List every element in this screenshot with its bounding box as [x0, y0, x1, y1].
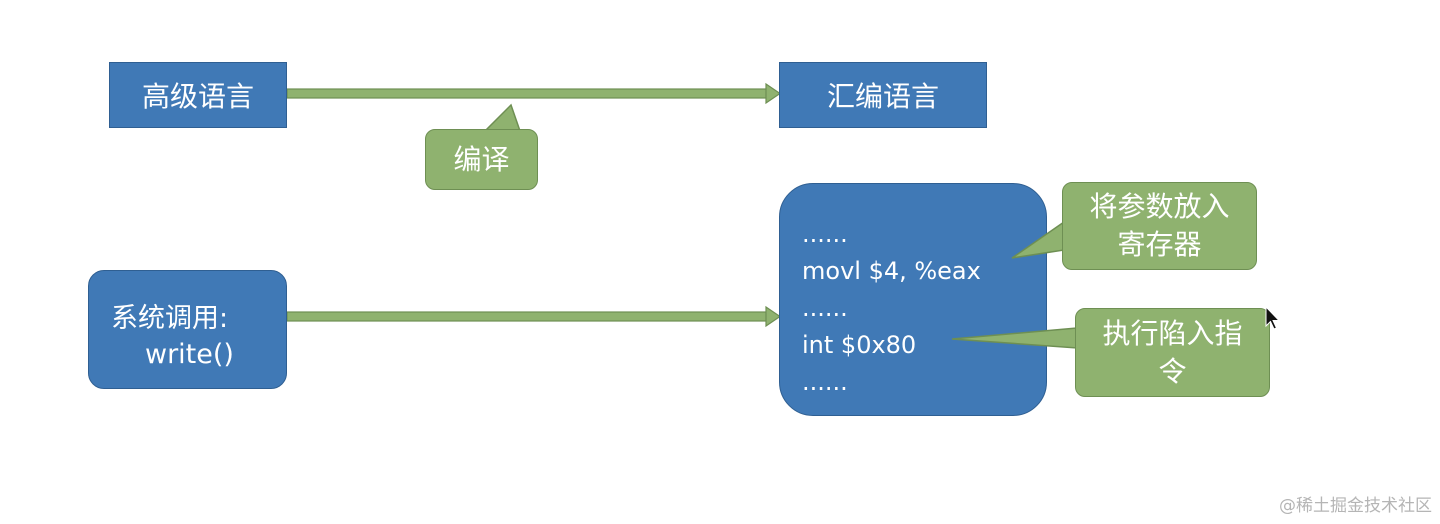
- syscall-arrow: [286, 305, 782, 328]
- trap-instruction-callout: 执行陷入指 令: [1075, 308, 1270, 397]
- system-call-label: 系统调用:: [111, 303, 229, 334]
- assembly-language-label: 汇编语言: [826, 80, 939, 113]
- code-line: int $0x80: [802, 331, 917, 359]
- args-callout-line: 寄存器: [1117, 228, 1202, 261]
- code-line: ......: [802, 220, 848, 248]
- watermark: @稀土掘金技术社区: [1279, 496, 1432, 516]
- trap-callout-line: 令: [1158, 354, 1187, 388]
- trap-callout-line: 执行陷入指: [1102, 316, 1243, 350]
- compile-callout: 编译: [425, 129, 538, 190]
- compile-callout-tail: [483, 103, 522, 132]
- compile-label: 编译: [453, 142, 510, 176]
- code-line: movl $4, %eax: [802, 257, 981, 285]
- mouse-cursor-icon: [1265, 306, 1281, 330]
- system-call-function: write(): [145, 339, 234, 370]
- high-level-language-label: 高级语言: [141, 80, 254, 113]
- args-callout-tail: [1011, 220, 1065, 259]
- trap-callout-tail: [951, 327, 1078, 349]
- args-callout-line: 将参数放入: [1089, 190, 1230, 223]
- assembly-language-box: 汇编语言: [779, 62, 987, 128]
- compile-arrow: [286, 82, 782, 105]
- code-line: ......: [802, 294, 848, 322]
- high-level-language-box: 高级语言: [109, 62, 287, 128]
- code-line: ......: [802, 368, 848, 396]
- assembly-code-box: ...... movl $4, %eax ...... int $0x80 ..…: [779, 183, 1047, 416]
- system-call-box: 系统调用: write(): [88, 270, 287, 389]
- args-to-register-callout: 将参数放入 寄存器: [1062, 182, 1257, 270]
